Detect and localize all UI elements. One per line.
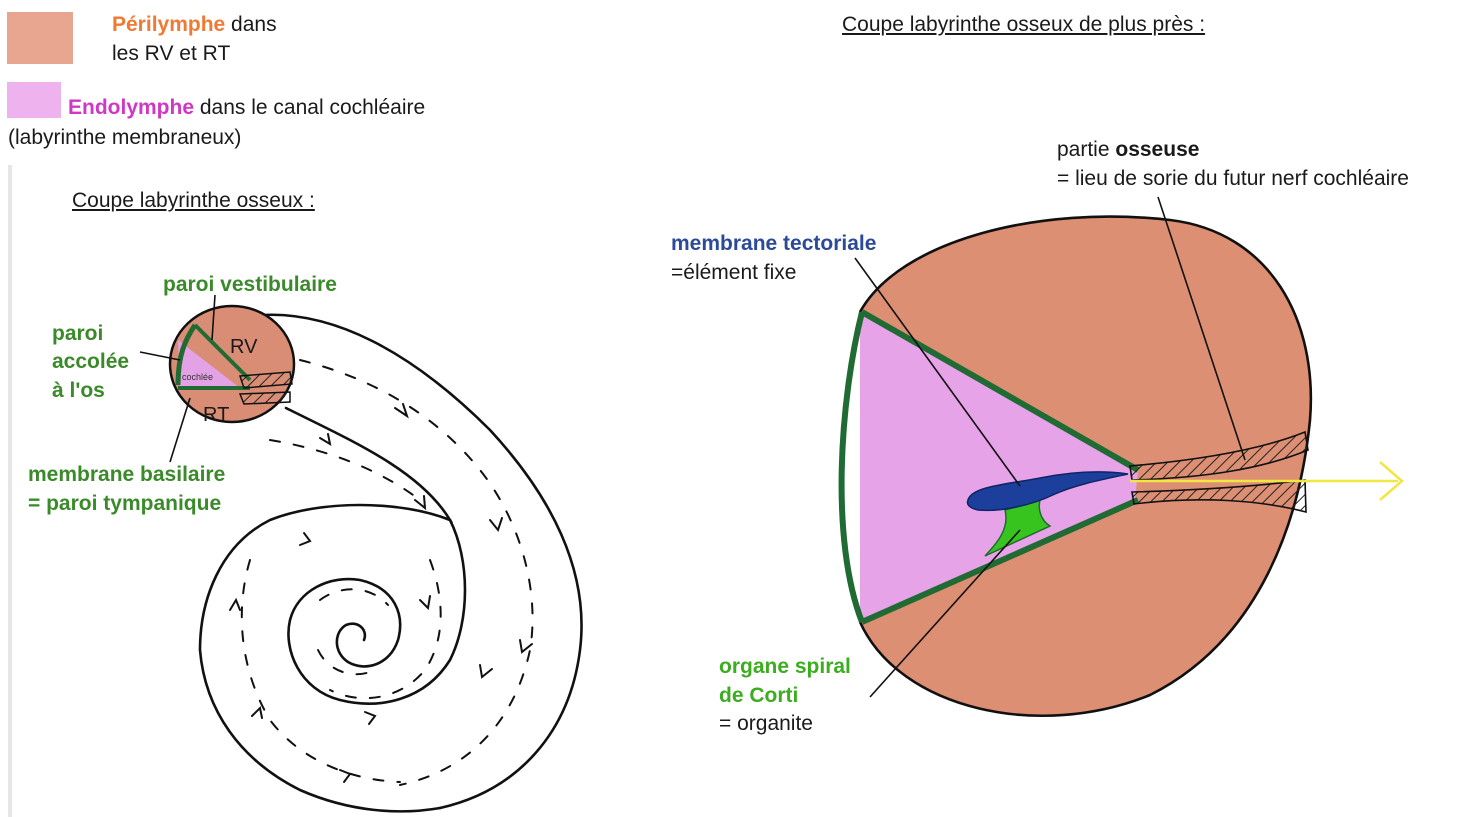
- spiral-dashes: [242, 360, 533, 785]
- label-paroi-vestibulaire: paroi vestibulaire: [163, 270, 337, 299]
- label-partie-osseuse: partie osseuse: [1057, 135, 1199, 164]
- label-paroi-accolee-1: paroi: [52, 319, 103, 348]
- endolymphe-term: Endolymphe: [68, 96, 194, 119]
- label-rv: RV: [230, 336, 257, 359]
- label-element-fixe: =élément fixe: [671, 258, 797, 287]
- endolymphe-swatch: [7, 82, 61, 118]
- label-membrane-basilaire-1: membrane basilaire: [28, 460, 225, 489]
- perilymphe-text-line2: les RV et RT: [112, 39, 230, 68]
- label-organite: = organite: [719, 709, 813, 738]
- perilymphe-swatch: [7, 12, 73, 64]
- label-organe-spiral-1: organe spiral: [719, 652, 851, 681]
- label-paroi-accolee-2: accolée: [52, 347, 129, 376]
- legend-perilymphe: Périlymphe dans: [112, 10, 277, 39]
- label-paroi-accolee-3: à l'os: [52, 376, 105, 405]
- partie-prefix: partie: [1057, 138, 1115, 161]
- perilymphe-text: dans: [225, 13, 276, 36]
- endolymphe-text-line2: (labyrinthe membraneux): [8, 123, 241, 152]
- label-cochlee: cochlée: [182, 372, 213, 382]
- label-membrane-basilaire-2: = paroi tympanique: [28, 489, 221, 518]
- right-figure-title: Coupe labyrinthe osseux de plus près :: [842, 10, 1205, 39]
- legend-endolymphe: Endolymphe dans le canal cochléaire: [68, 93, 425, 122]
- label-partie-osseuse-line2: = lieu de sorie du futur nerf cochléaire: [1057, 164, 1409, 193]
- label-membrane-tectoriale: membrane tectoriale: [671, 229, 876, 258]
- left-figure-title: Coupe labyrinthe osseux :: [72, 186, 315, 215]
- small-cross-section: [140, 295, 294, 462]
- endolymphe-text: dans le canal cochléaire: [194, 96, 425, 119]
- label-rt: RT: [203, 404, 229, 427]
- large-cross-section: [842, 197, 1402, 716]
- partie-bold: osseuse: [1115, 138, 1199, 161]
- perilymphe-term: Périlymphe: [112, 13, 225, 36]
- label-organe-spiral-2: de Corti: [719, 681, 798, 710]
